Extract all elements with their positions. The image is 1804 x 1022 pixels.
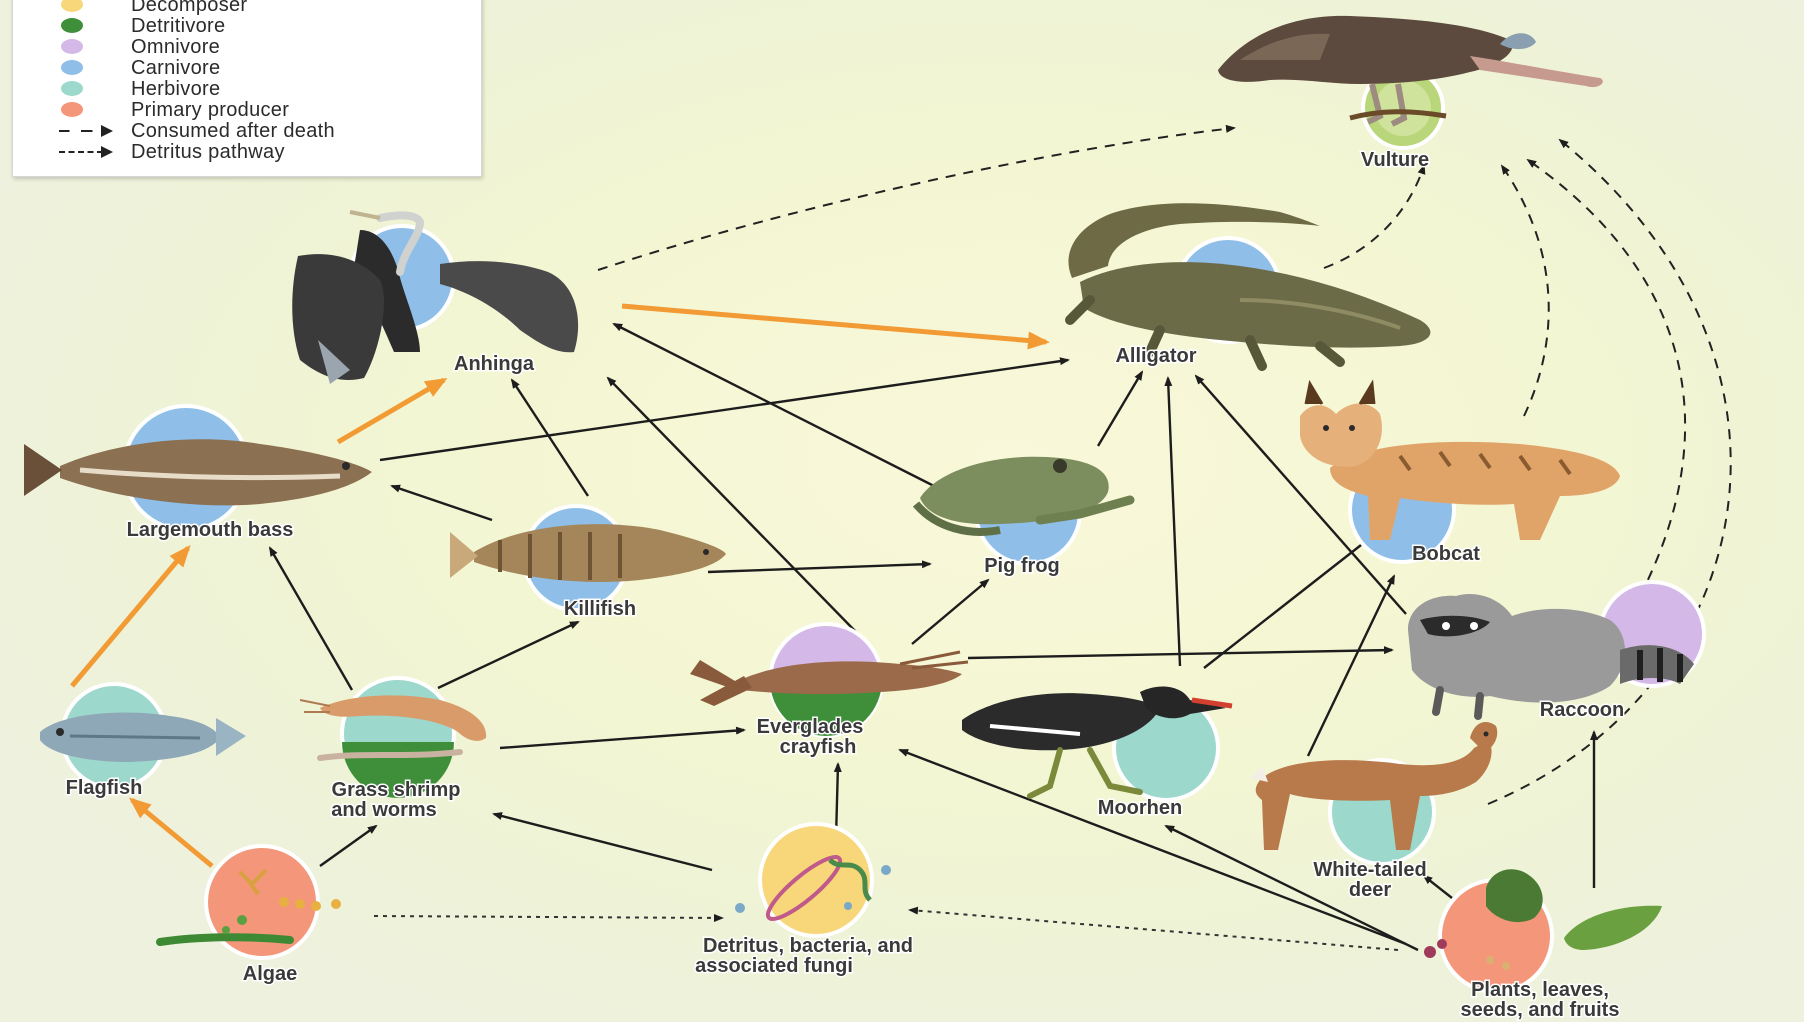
edge-algae-to-shrimp: [320, 826, 376, 866]
node-flagfish: Flagfish: [40, 684, 246, 799]
legend-item: Primary producer: [13, 99, 481, 121]
edge-deer-to-bobcat: [1308, 576, 1394, 756]
legend-item: Decomposer: [13, 0, 481, 16]
edge-killifish-to-bass: [392, 486, 492, 520]
legend-swatch: [61, 81, 83, 96]
legend-swatch: [61, 102, 83, 117]
label-crayfish-line2: crayfish: [780, 736, 857, 758]
legend-label: Detritivore: [131, 15, 225, 38]
legend-label: Primary producer: [131, 99, 289, 122]
node-raccoon: Raccoon: [1408, 582, 1704, 721]
edge-crayfish-to-pigfrog: [912, 580, 988, 644]
edge-pigfrog-to-anhinga: [614, 324, 934, 486]
edge-detritus-algae-to-detritus: [374, 916, 722, 918]
label-shrimp-line2: and worms: [331, 799, 437, 821]
frog-icon: [916, 457, 1130, 532]
node-moorhen: Moorhen: [962, 686, 1232, 819]
label-shrimp-line1: Grass shrimp: [332, 779, 461, 801]
label-algae: Algae: [243, 963, 297, 985]
legend-label: Carnivore: [131, 57, 220, 80]
label-vulture: Vulture: [1361, 149, 1429, 171]
legend-long-dash-line: [59, 130, 103, 132]
legend-swatch: [61, 60, 83, 75]
legend-arrowhead-icon: [101, 125, 113, 137]
edge-detritus-plants-to-detritus: [910, 910, 1398, 950]
legend-short-dash-line: [59, 151, 103, 153]
legend-item: Consumed after death: [13, 120, 481, 142]
label-plants-line2: seeds, and fruits: [1461, 999, 1620, 1021]
legend-item: Detritivore: [13, 15, 481, 37]
node-pigfrog: Pig frog: [916, 457, 1130, 577]
edge-bass-to-alligator: [380, 360, 1068, 460]
edge-plants-to-deer: [1424, 876, 1452, 898]
label-killifish: Killifish: [564, 598, 636, 620]
label-deer-line1: White-tailed: [1313, 859, 1426, 881]
edge-after-death-alligator-to-vulture: [1324, 166, 1424, 268]
label-alligator: Alligator: [1115, 345, 1196, 367]
label-raccoon: Raccoon: [1540, 699, 1624, 721]
label-bobcat: Bobcat: [1412, 543, 1480, 565]
edge-after-death-raccoon-to-vulture: [1528, 160, 1685, 596]
legend-swatch: [61, 0, 83, 12]
label-detritus-line2: associated fungi: [695, 955, 853, 977]
legend-arrowhead-icon: [101, 146, 113, 158]
node-algae: Algae: [160, 846, 341, 985]
legend-item: Detritus pathway: [13, 141, 481, 163]
legend-label: Herbivore: [131, 78, 220, 101]
legend-item: Carnivore: [13, 57, 481, 79]
label-deer-line2: deer: [1349, 879, 1391, 901]
label-flagfish: Flagfish: [66, 777, 143, 799]
legend-swatch: [61, 39, 83, 54]
legend-item: Herbivore: [13, 78, 481, 100]
node-vulture: Vulture: [1218, 16, 1603, 171]
edge-highlight-flagfish-to-bass: [72, 548, 188, 686]
node-plants: Plants, leaves, seeds, and fruits: [1424, 869, 1662, 1021]
fish-icon: [40, 713, 246, 762]
node-detritus: Detritus, bacteria, and associated fungi: [695, 824, 913, 977]
label-plants-line1: Plants, leaves,: [1471, 979, 1609, 1001]
edge-killifish-to-pigfrog: [708, 564, 930, 572]
legend-label: Consumed after death: [131, 120, 335, 143]
edge-after-death-bobcat-to-vulture: [1502, 166, 1549, 416]
label-moorhen: Moorhen: [1098, 797, 1182, 819]
legend-label: Omnivore: [131, 36, 220, 59]
label-pigfrog: Pig frog: [984, 555, 1060, 577]
node-bass: Largemouth bass: [24, 406, 372, 541]
edge-crayfish-to-anhinga: [608, 378, 858, 634]
edge-shrimp-to-bass: [270, 548, 352, 690]
node-anhinga: Anhinga: [292, 212, 578, 384]
edge-shrimp-to-crayfish: [500, 730, 744, 748]
edge-highlight-bass-to-anhinga: [338, 380, 444, 442]
legend-item: Omnivore: [13, 36, 481, 58]
edge-shrimp-to-killifish: [438, 622, 578, 688]
node-alligator: Alligator: [1068, 203, 1430, 367]
edge-highlight-algae-to-flagfish: [132, 800, 212, 866]
legend-label: Detritus pathway: [131, 141, 285, 164]
edges-layer: [72, 128, 1731, 950]
edge-detritus-to-shrimp: [494, 814, 712, 870]
label-bass: Largemouth bass: [127, 519, 294, 541]
fish-icon: [24, 439, 372, 505]
edge-moorhen-to-bobcat: [1204, 538, 1370, 668]
node-shrimp: Grass shrimp and worms: [300, 678, 486, 821]
node-deer: White-tailed deer: [1250, 722, 1497, 901]
bobcat-icon: [1300, 384, 1620, 540]
node-crayfish: Everglades crayfish: [690, 624, 968, 758]
node-bobcat: Bobcat: [1300, 384, 1620, 565]
edge-pigfrog-to-alligator: [1098, 372, 1142, 446]
fish-icon: [450, 524, 726, 582]
edge-highlight-anhinga-to-alligator: [622, 306, 1046, 342]
node-killifish: Killifish: [450, 506, 726, 620]
alligator-icon: [1068, 203, 1430, 366]
legend-swatch: [61, 18, 83, 33]
label-crayfish-line1: Everglades: [757, 716, 864, 738]
label-anhinga: Anhinga: [454, 353, 535, 375]
edge-after-death-anhinga-to-vulture: [598, 128, 1234, 270]
edge-moorhen-to-alligator: [1168, 378, 1180, 666]
label-detritus-line1: Detritus, bacteria, and: [703, 935, 913, 957]
